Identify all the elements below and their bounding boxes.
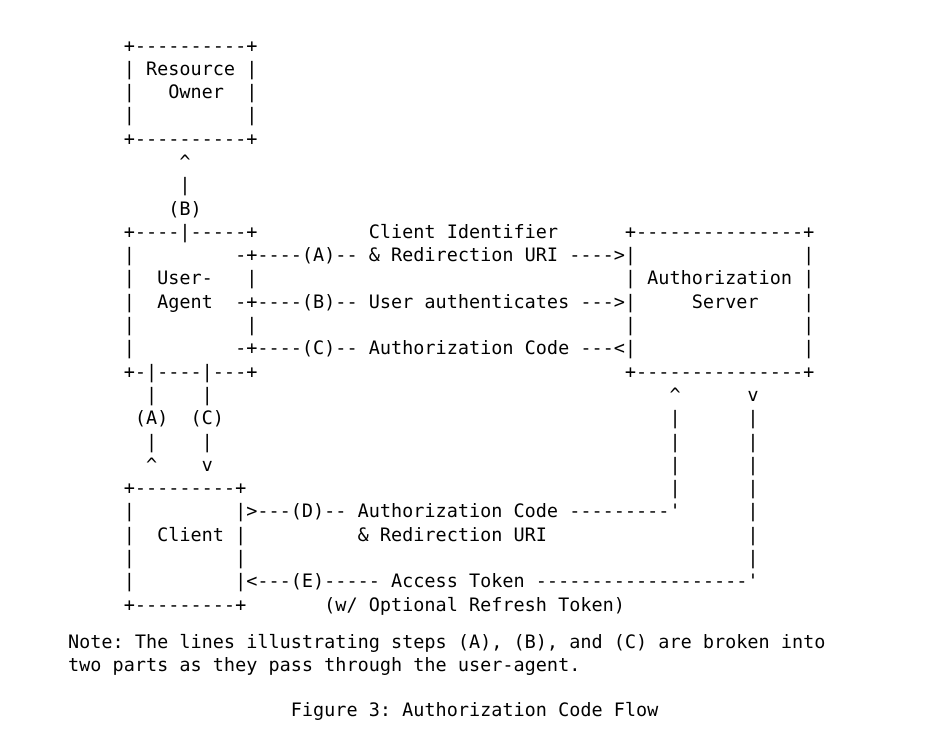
figure-caption: Figure 3: Authorization Code Flow bbox=[68, 699, 659, 721]
figure-note: Note: The lines illustrating steps (A), … bbox=[68, 631, 826, 676]
ascii-diagram: +----------+ | Resource | | Owner | | | … bbox=[123, 35, 815, 616]
